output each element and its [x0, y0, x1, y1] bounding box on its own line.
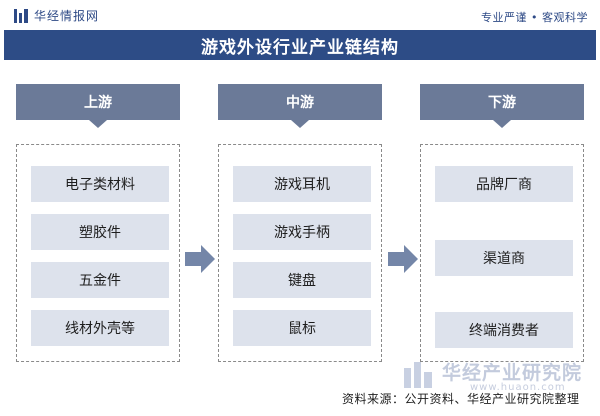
- brand-name: 华经情报网: [34, 9, 100, 23]
- brand: 华经情报网: [14, 7, 99, 24]
- watermark-name: 华经产业研究院: [442, 362, 583, 384]
- stage-panel-midstream: 游戏耳机 游戏手柄 键盘 鼠标: [218, 144, 382, 362]
- stage-panel-downstream: 品牌厂商 渠道商 终端消费者: [420, 144, 584, 362]
- stage-item: 鼠标: [233, 310, 371, 346]
- stage-item: 游戏耳机: [233, 166, 371, 202]
- stage-item: 游戏手柄: [233, 214, 371, 250]
- watermark-logo-icon: [404, 362, 436, 388]
- slogan: 专业严谨 • 客观科学: [481, 11, 588, 24]
- stage-header-downstream: 下游: [420, 84, 584, 128]
- stage-item: 键盘: [233, 262, 371, 298]
- stage-item: 品牌厂商: [435, 166, 573, 202]
- stage-header-midstream: 中游: [218, 84, 382, 128]
- hj-logo-icon: [14, 8, 28, 23]
- flow-arrow-icon: [388, 242, 418, 276]
- watermark-url: www.huaon.com: [470, 382, 566, 393]
- flow-arrow-icon: [185, 242, 215, 276]
- source-note: 资料来源：公开资料、华经产业研究院整理: [342, 392, 580, 406]
- top-bar: 华经情报网 专业严谨 • 客观科学: [0, 0, 600, 30]
- stage-item: 线材外壳等: [31, 310, 169, 346]
- stage-item: 塑胶件: [31, 214, 169, 250]
- stage-header-upstream: 上游: [16, 84, 180, 128]
- stage-item: 电子类材料: [31, 166, 169, 202]
- stage-item: 五金件: [31, 262, 169, 298]
- page-title: 游戏外设行业产业链结构: [4, 30, 596, 60]
- stage-panel-upstream: 电子类材料 塑胶件 五金件 线材外壳等: [16, 144, 180, 362]
- stage-item: 渠道商: [435, 240, 573, 276]
- stage-item: 终端消费者: [435, 312, 573, 348]
